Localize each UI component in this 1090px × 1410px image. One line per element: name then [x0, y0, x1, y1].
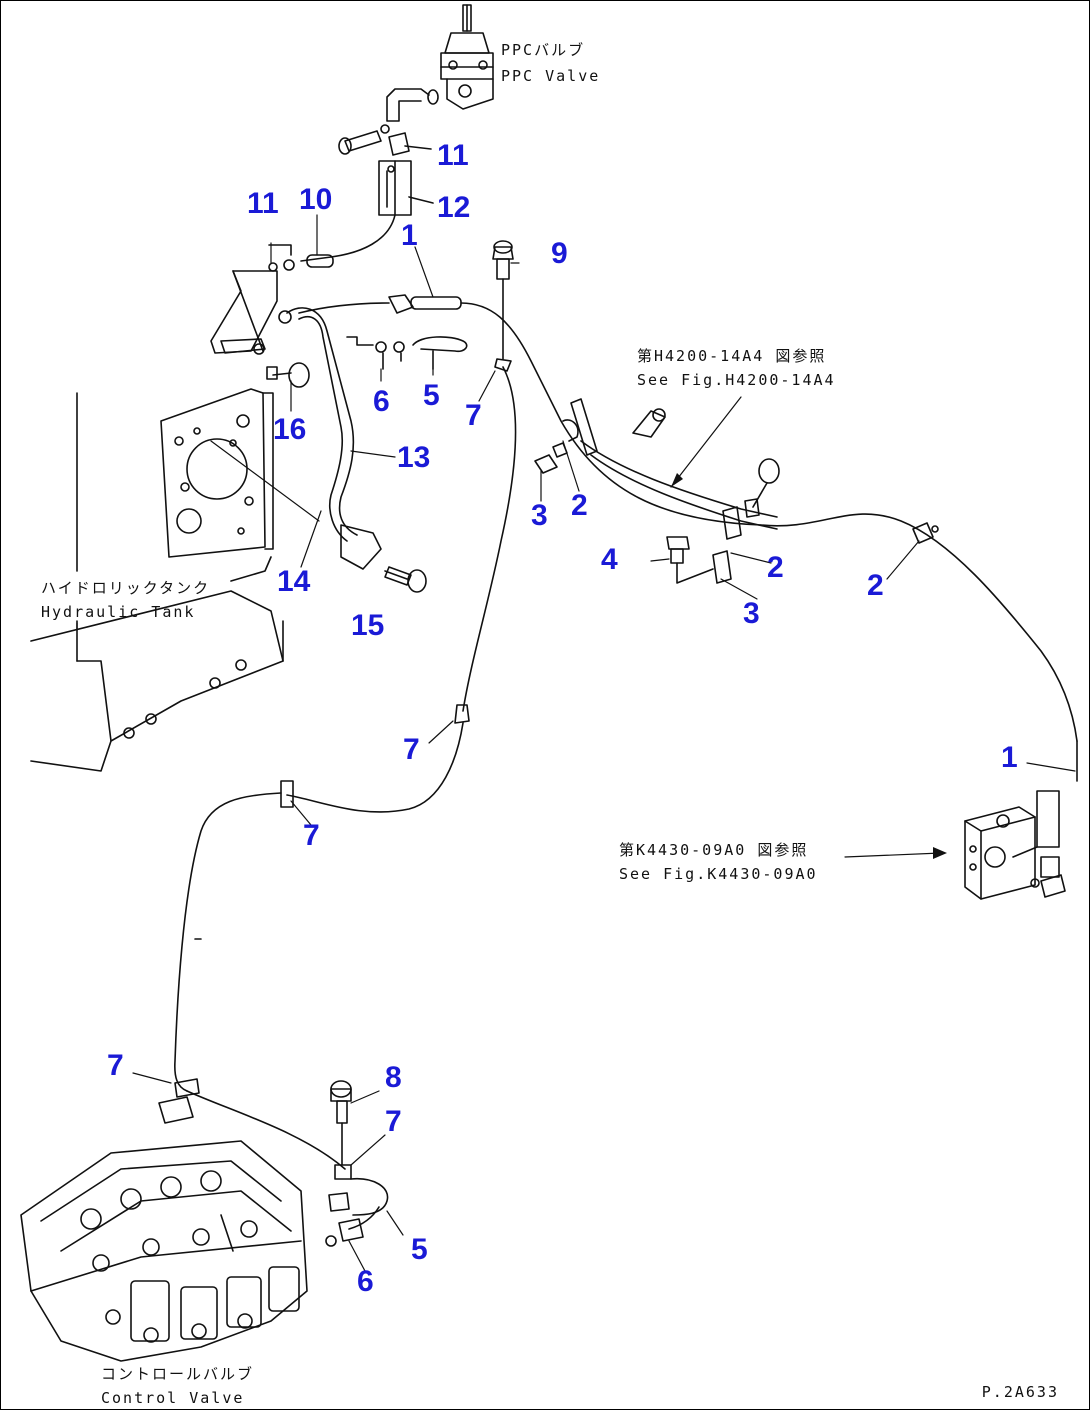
callout-11: 11 — [437, 139, 469, 172]
drawing-number: P.2A633 — [981, 1383, 1059, 1401]
callout-12: 12 — [437, 191, 471, 224]
callout-9: 9 — [551, 237, 568, 270]
ref-k4430-label-jp: 第K4430-09A0 図参照 — [619, 841, 809, 859]
leader-lines — [76, 214, 1076, 1272]
bracket-assembly — [210, 270, 310, 388]
callout-7: 7 — [107, 1049, 124, 1082]
hose-lower — [174, 366, 517, 1170]
branch-upper-right — [562, 398, 780, 540]
callout-7: 7 — [403, 733, 420, 766]
callout-16: 16 — [273, 413, 307, 446]
bolt-15 — [384, 566, 427, 593]
callout-4: 4 — [601, 543, 618, 576]
hose-10 — [268, 214, 396, 272]
callout-1: 1 — [401, 219, 418, 252]
ref-h4200-label-jp: 第H4200-14A4 図参照 — [637, 347, 827, 365]
ppc-valve-label-en: PPC Valve — [501, 67, 601, 85]
callout-7: 7 — [385, 1105, 402, 1138]
control-valve-drawing — [20, 1140, 308, 1362]
control-valve-label-en: Control Valve — [101, 1389, 245, 1407]
callout-10: 10 — [299, 183, 333, 216]
fittings-upper — [346, 336, 468, 370]
callout-6: 6 — [357, 1265, 374, 1298]
ref-h4200-label-en: See Fig.H4200-14A4 — [637, 371, 836, 389]
fittings-lower — [325, 1177, 389, 1247]
callout-1: 1 — [1001, 741, 1018, 774]
callout-3: 3 — [743, 597, 760, 630]
hydraulic-tank-label-jp: ハイドロリックタンク — [41, 579, 211, 597]
right-valve-assembly — [964, 790, 1066, 900]
callout-2: 2 — [571, 489, 588, 522]
bolt-9 — [492, 240, 514, 372]
callout-7: 7 — [465, 399, 482, 432]
elbow-fitting — [338, 88, 439, 155]
callout-8: 8 — [385, 1061, 402, 1094]
callout-3: 3 — [531, 499, 548, 532]
callout-11: 11 — [247, 187, 279, 220]
ref-k4430-label-en: See Fig.K4430-09A0 — [619, 865, 818, 883]
callout-2: 2 — [767, 551, 784, 584]
clamp-and-sleeve — [378, 132, 434, 216]
callout-15: 15 — [351, 609, 385, 642]
callout-13: 13 — [397, 441, 431, 474]
callout-6: 6 — [373, 385, 390, 418]
callout-7: 7 — [303, 819, 320, 852]
bolt-8 — [330, 1080, 352, 1180]
callout-2: 2 — [867, 569, 884, 602]
ppc-valve-label-jp: PPCバルブ — [501, 41, 586, 59]
control-valve-label-jp: コントロールバルブ — [101, 1365, 255, 1383]
ppc-valve-drawing — [440, 4, 494, 110]
callout-5: 5 — [411, 1233, 428, 1266]
hydraulic-tank-drawing — [30, 388, 284, 772]
hydraulic-tank-label-en: Hydraulic Tank — [41, 603, 196, 621]
clamps-middle — [534, 442, 939, 584]
callout-14: 14 — [277, 565, 311, 598]
callout-5: 5 — [423, 379, 440, 412]
hose-1-upper — [298, 294, 1078, 782]
clamp-lower-left — [158, 1078, 200, 1124]
